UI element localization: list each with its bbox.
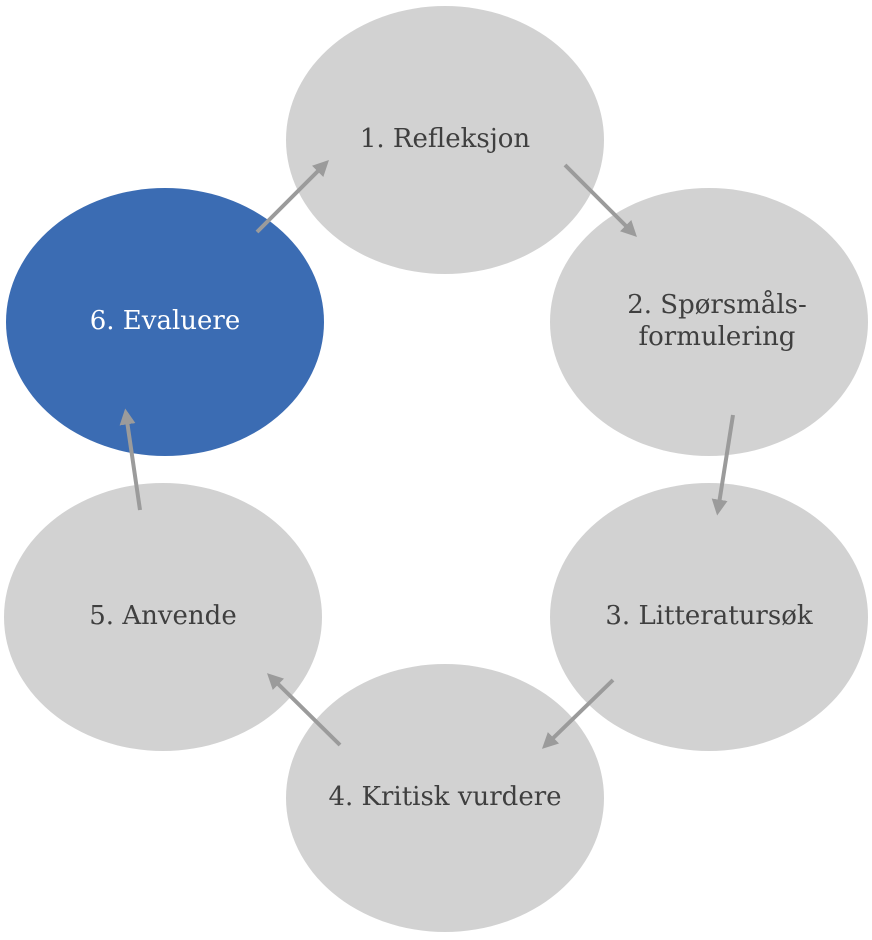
step-node-litteratursok: 3. Litteratursøk bbox=[550, 483, 868, 751]
step-label-sporsmalsformulering: 2. Spørsmåls- formulering bbox=[627, 290, 807, 352]
step-node-refleksjon: 1. Refleksjon bbox=[286, 6, 604, 274]
step-label-litteratursok: 3. Litteratursøk bbox=[605, 601, 813, 632]
step-node-sporsmalsformulering: 2. Spørsmåls- formulering bbox=[550, 188, 868, 456]
step-node-evaluere: 6. Evaluere bbox=[6, 188, 324, 456]
step-node-kritisk-vurdere: 4. Kritisk vurdere bbox=[286, 664, 604, 932]
step-label-kritisk-vurdere: 4. Kritisk vurdere bbox=[328, 782, 562, 813]
step-label-anvende: 5. Anvende bbox=[89, 601, 237, 632]
step-node-anvende: 5. Anvende bbox=[4, 483, 322, 751]
step-label-evaluere: 6. Evaluere bbox=[89, 306, 241, 337]
step-label-refleksjon: 1. Refleksjon bbox=[359, 124, 531, 155]
